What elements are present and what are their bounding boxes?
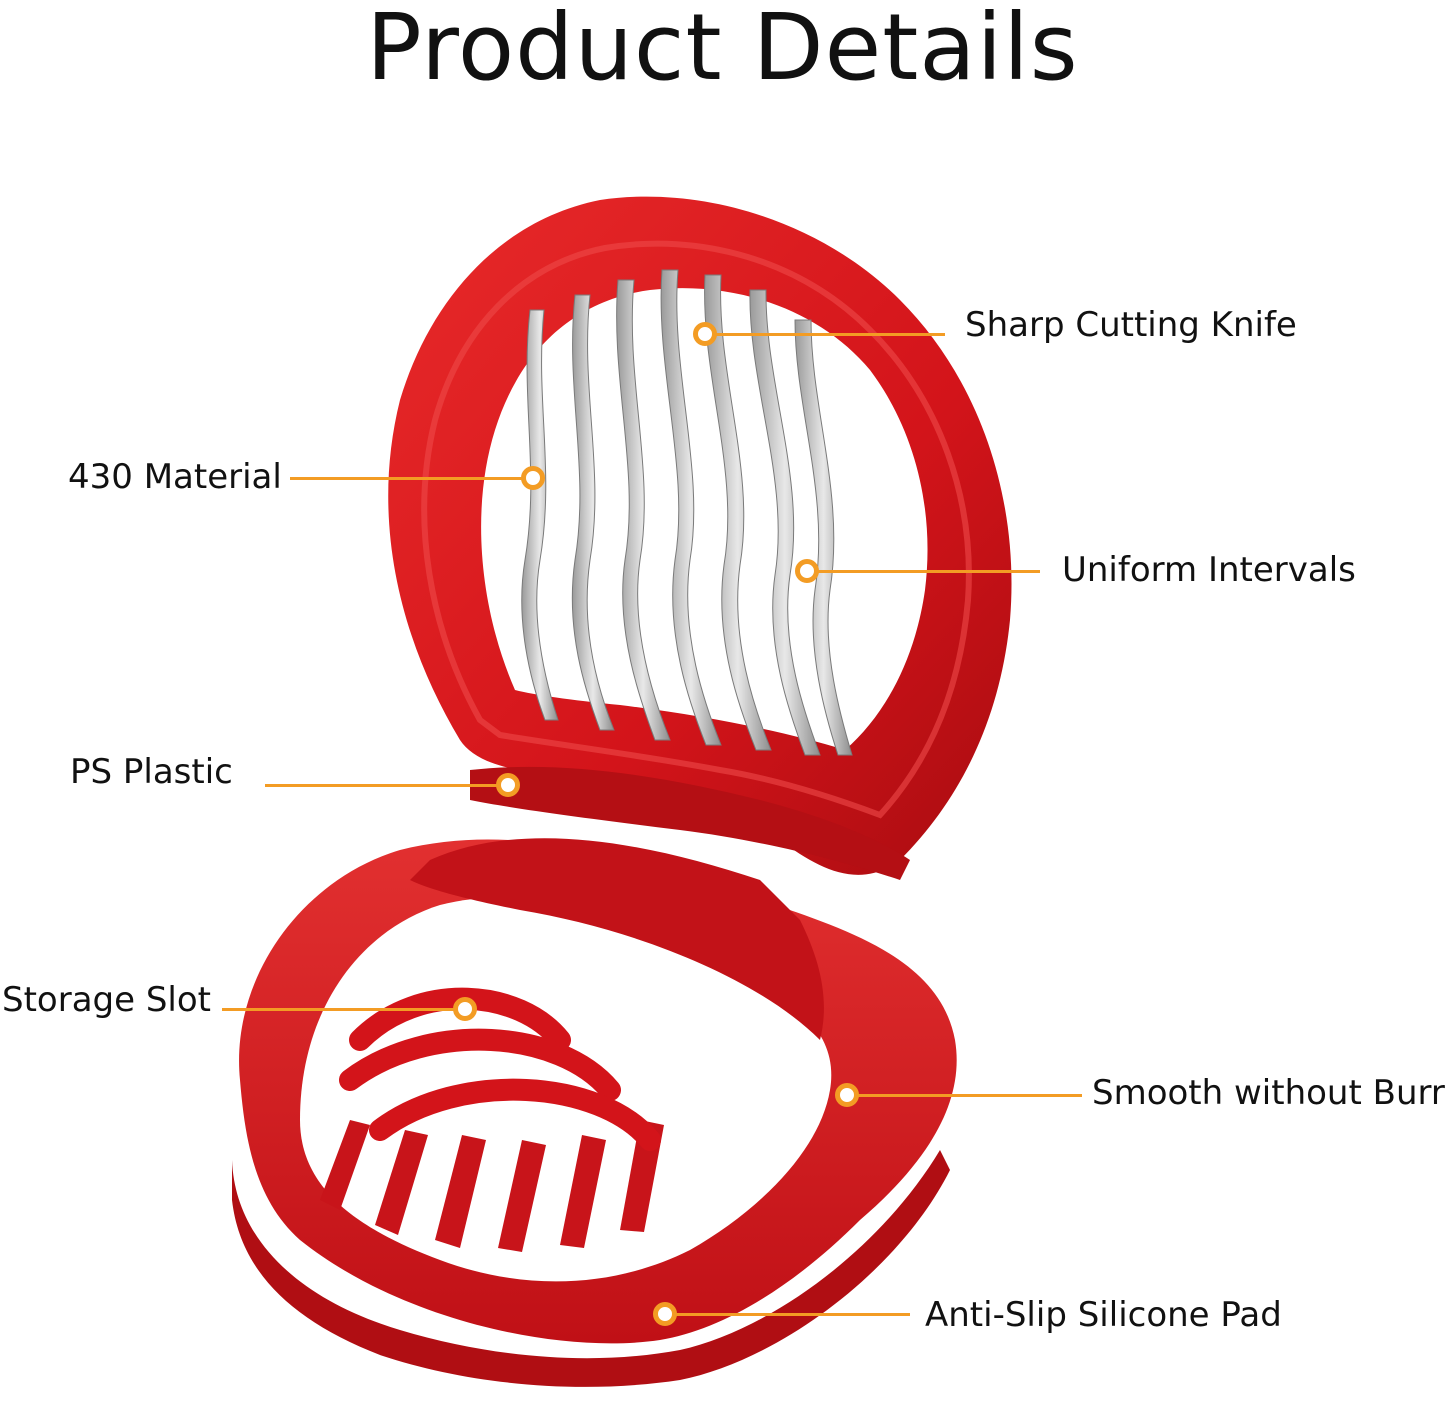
page-title: Product Details [366,0,1079,101]
callout-line-sharp-cutting-knife [710,333,945,336]
callout-label-smooth-without-burrs: Smooth without Burrs [1092,1073,1445,1113]
callout-dot-ps-plastic [496,773,520,797]
callout-line-430-material [290,477,530,480]
callout-label-anti-slip-silicone-pad: Anti-Slip Silicone Pad [925,1295,1282,1335]
callout-line-smooth-without-burrs [852,1094,1082,1097]
slicer-lid [388,196,1012,880]
callout-dot-uniform-intervals [795,559,819,583]
callout-line-anti-slip-silicone-pad [670,1313,910,1316]
callout-label-storage-slot: Storage Slot [2,980,211,1020]
callout-dot-smooth-without-burrs [835,1083,859,1107]
callout-line-uniform-intervals [812,570,1040,573]
callout-label-430-material: 430 Material [68,457,282,497]
callout-dot-storage-slot [453,997,477,1021]
callout-dot-anti-slip-silicone-pad [653,1302,677,1326]
callout-line-ps-plastic [265,784,505,787]
callout-dot-sharp-cutting-knife [693,322,717,346]
slicer-base [232,838,957,1387]
callout-line-storage-slot [222,1008,462,1011]
callout-label-ps-plastic: PS Plastic [70,752,233,792]
callout-dot-430-material [521,466,545,490]
callout-label-sharp-cutting-knife: Sharp Cutting Knife [965,305,1297,345]
callout-label-uniform-intervals: Uniform Intervals [1062,550,1356,590]
